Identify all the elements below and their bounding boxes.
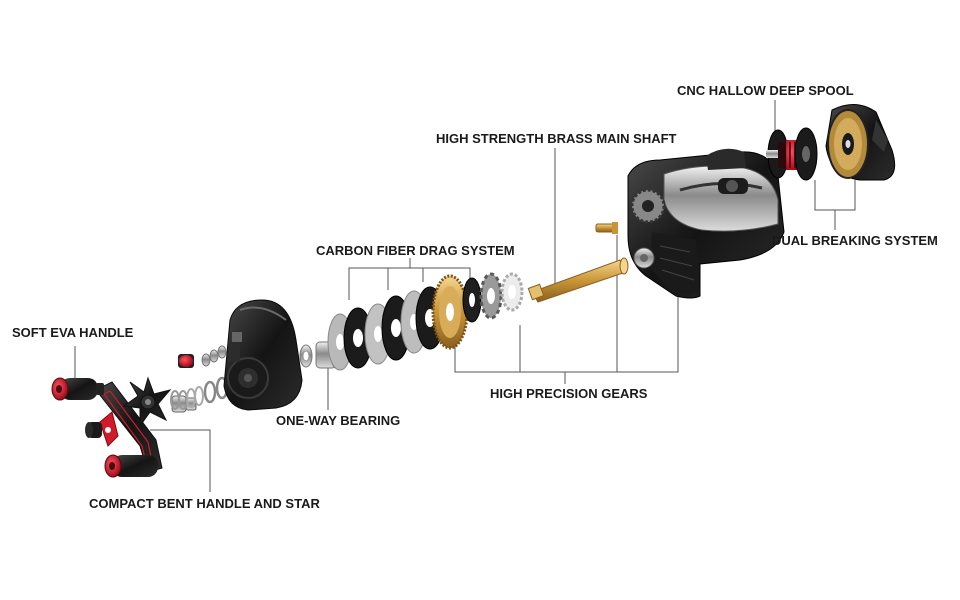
leader-bent-handle bbox=[150, 429, 211, 492]
label-gears: HIGH PRECISION GEARS bbox=[490, 386, 648, 401]
brass-main-shaft bbox=[527, 257, 629, 303]
label-bent-handle: COMPACT BENT HANDLE AND STAR bbox=[89, 496, 320, 511]
side-plate bbox=[223, 299, 303, 411]
label-spool: CNC HALLOW DEEP SPOOL bbox=[677, 83, 854, 98]
carbon-drag-washers bbox=[327, 286, 445, 371]
label-dual-braking: DUAL BREAKING SYSTEM bbox=[772, 233, 938, 248]
clutch-washers bbox=[462, 272, 524, 323]
washer-stack bbox=[170, 345, 229, 410]
brake-side-plate bbox=[825, 104, 896, 181]
label-drag: CARBON FIBER DRAG SYSTEM bbox=[316, 243, 515, 258]
leader-dual-braking bbox=[814, 180, 856, 211]
spool bbox=[766, 127, 818, 181]
label-eva-handle: SOFT EVA HANDLE bbox=[12, 325, 134, 340]
eva-handle-knob-lower bbox=[104, 454, 158, 478]
pinion-gear bbox=[595, 222, 618, 234]
eva-handle-knob-upper bbox=[51, 377, 104, 401]
leader-lines bbox=[74, 100, 856, 492]
reel-frame-chrome-cover bbox=[663, 165, 779, 232]
label-bearing: ONE-WAY BEARING bbox=[276, 413, 400, 428]
main-gear bbox=[431, 274, 469, 350]
red-lock-plate-hole bbox=[105, 427, 111, 433]
reel-frame bbox=[627, 148, 785, 299]
leader-gears bbox=[454, 296, 679, 373]
bent-handle-arm bbox=[95, 381, 163, 473]
handle-assembly bbox=[51, 376, 197, 478]
handle-nut-cap bbox=[85, 422, 102, 438]
star-drag bbox=[122, 376, 172, 428]
label-main-shaft: HIGH STRENGTH BRASS MAIN SHAFT bbox=[436, 131, 677, 146]
labels: CNC HALLOW DEEP SPOOL HIGH STRENGTH BRAS… bbox=[12, 83, 938, 511]
